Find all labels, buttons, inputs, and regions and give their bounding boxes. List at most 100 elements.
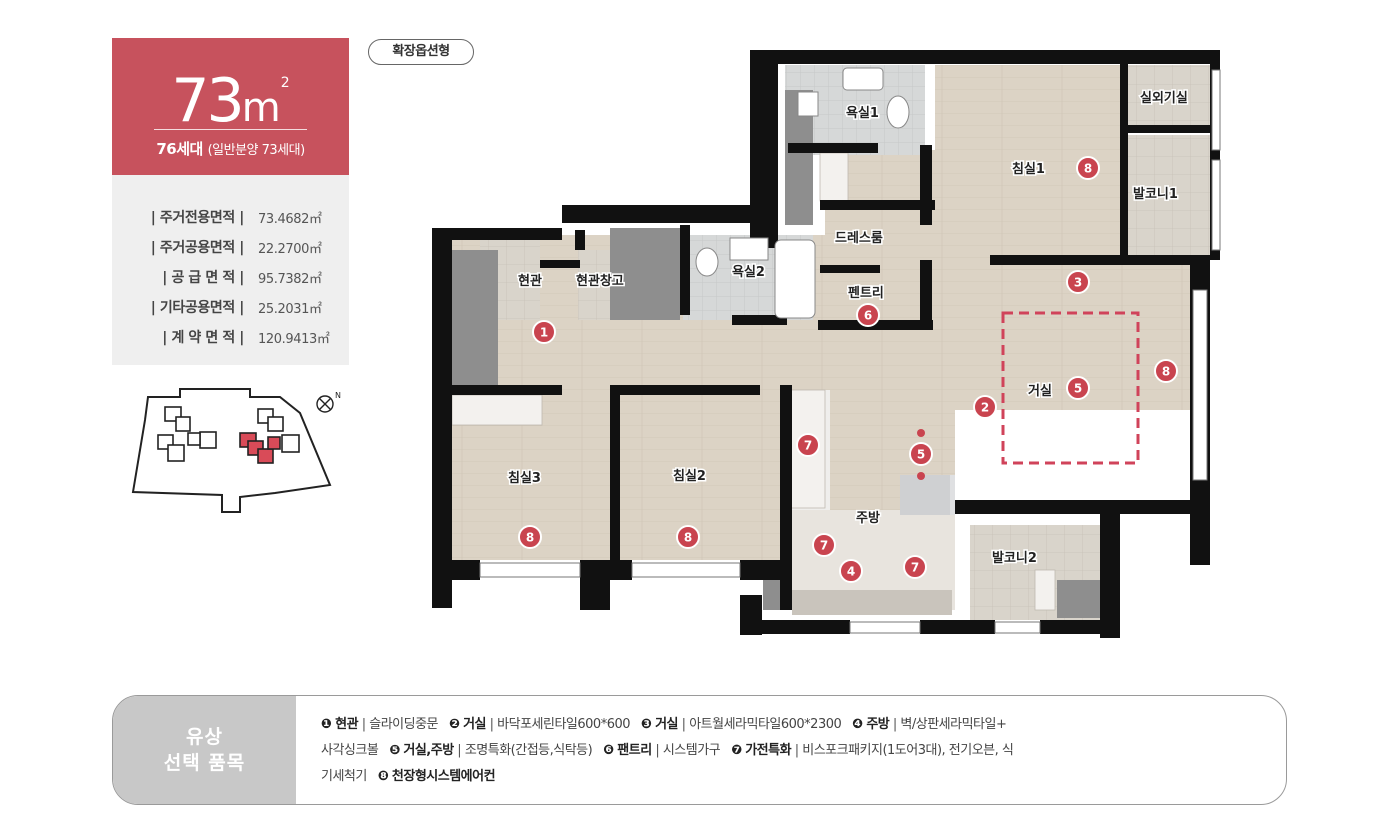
option-marker: 1 — [532, 320, 556, 344]
room-label-bedroom1: 침실1 — [1012, 161, 1045, 177]
option-number: ❺ — [389, 743, 400, 758]
option-name: 거실 — [463, 717, 486, 732]
spec-label: | 기타공용면적 | — [150, 300, 245, 316]
highlighted-building — [239, 432, 281, 464]
options-title: 유상 선택 품목 — [113, 696, 296, 804]
option-name: 가전특화 — [745, 743, 792, 758]
area-title: 73m2 — [112, 48, 349, 143]
svg-text:2: 2 — [981, 401, 989, 415]
spec-value: 120.9413㎡ — [258, 331, 330, 347]
spec-row: | 주거전용면적 | 73.4682㎡ — [112, 202, 349, 232]
option-name: 천장형시스템에어컨 — [391, 769, 496, 784]
spec-value: 73.4682㎡ — [258, 211, 322, 227]
svg-text:8: 8 — [1084, 162, 1092, 176]
walls — [432, 50, 1220, 638]
room-labels: 욕실1 침실1 실외기실 발코니1 드레스룸 현관 현관창고 욕실2 펜트리 거… — [507, 89, 1190, 568]
option-marker: 7 — [903, 555, 927, 579]
option-desc: 바닥포세린타일600*600 — [497, 717, 631, 732]
option-markers: 8 3 1 6 5 8 2 7 5 8 8 7 4 7 — [518, 156, 1178, 583]
north-compass-icon: N — [316, 391, 341, 413]
room-label-outdoor-unit: 실외기실 — [1140, 90, 1188, 106]
spec-label: | 주거공용면적 | — [150, 240, 245, 256]
option-desc: 사각싱크볼 — [321, 743, 379, 758]
option-marker: 2 — [973, 395, 997, 419]
area-number: 73 — [171, 66, 244, 136]
floor-plan: 욕실1 침실1 실외기실 발코니1 드레스룸 현관 현관창고 욕실2 펜트리 거… — [432, 50, 1221, 638]
paid-options-box: 유상 선택 품목 ❶ 현관 | 슬라이딩중문 ❷ 거실 | 바닥포세린타일600… — [112, 695, 1287, 805]
svg-text:7: 7 — [911, 561, 919, 575]
svg-text:5: 5 — [917, 448, 925, 462]
room-label-kitchen: 주방 — [856, 510, 880, 526]
area-header: 73m2 76세대 (일반분양 73세대) — [112, 38, 349, 175]
option-number: ❸ — [640, 717, 652, 732]
living-zone-outline — [1001, 311, 1140, 465]
households-sub: (일반분양 73세대) — [207, 143, 306, 158]
svg-text:4: 4 — [847, 565, 855, 579]
option-number: ❼ — [731, 743, 742, 758]
households-main: 76세대 — [156, 140, 203, 158]
room-label-bath2: 욕실2 — [732, 264, 765, 280]
option-number: ❽ — [377, 769, 389, 784]
option-marker: 4 — [839, 559, 863, 583]
area-spec-table: | 주거전용면적 | 73.4682㎡ | 주거공용면적 | 22.2700㎡ … — [112, 175, 349, 365]
area-unit: m — [241, 85, 281, 131]
svg-text:5: 5 — [1074, 382, 1082, 396]
bath-fixtures — [695, 67, 910, 319]
option-number: ❹ — [852, 717, 863, 732]
svg-text:7: 7 — [820, 539, 828, 553]
room-label-dressroom: 드레스룸 — [835, 230, 883, 246]
option-desc: 아트월세라믹타일600*2300 — [689, 717, 842, 732]
option-name: 팬트리 — [617, 743, 652, 758]
option-name: 거실,주방 — [403, 743, 454, 758]
option-marker: 5 — [909, 429, 933, 480]
option-desc: 벽/상판세라믹타일+ — [900, 717, 1007, 732]
room-label-living: 거실 — [1028, 383, 1052, 399]
options-title-line2: 선택 품목 — [163, 752, 246, 774]
option-name: 거실 — [655, 717, 679, 732]
options-list: ❶ 현관 | 슬라이딩중문 ❷ 거실 | 바닥포세린타일600*600 ❸ 거실… — [321, 712, 1241, 790]
spec-value: 22.2700㎡ — [258, 241, 322, 257]
room-label-bath1: 욕실1 — [846, 105, 879, 121]
option-marker: 7 — [812, 533, 836, 557]
option-number: ❻ — [603, 743, 614, 758]
spec-row: | 공 급 면 적 | 95.7382㎡ — [112, 262, 349, 292]
option-marker: 7 — [796, 433, 820, 457]
svg-text:8: 8 — [526, 531, 534, 545]
option-separator: | — [794, 743, 799, 758]
option-desc: 시스템가구 — [662, 743, 721, 758]
area-unit-sup: 2 — [280, 75, 290, 91]
room-label-balcony1: 발코니1 — [1133, 186, 1178, 202]
option-marker: 8 — [518, 525, 542, 549]
option-marker: 8 — [676, 525, 700, 549]
option-desc: 비스포크패키지(1도어3대), 전기오븐, 식 — [802, 743, 1014, 758]
windows — [479, 69, 1221, 634]
svg-text:3: 3 — [1074, 276, 1082, 290]
spec-row: | 주거공용면적 | 22.2700㎡ — [112, 232, 349, 262]
site-key-map: N — [131, 388, 341, 513]
spec-label: | 공 급 면 적 | — [162, 270, 244, 286]
households: 76세대 (일반분양 73세대) — [112, 138, 349, 162]
option-separator: | — [361, 717, 366, 732]
option-desc: 슬라이딩중문 — [369, 717, 439, 732]
option-type-tag: 확장옵션형 — [368, 39, 474, 65]
option-marker: 3 — [1066, 270, 1090, 294]
room-label-entrance-storage: 현관창고 — [576, 273, 624, 289]
option-separator: | — [489, 717, 494, 732]
site-boundary — [131, 388, 332, 513]
option-desc: 기세척기 — [321, 769, 367, 784]
svg-text:6: 6 — [864, 309, 872, 323]
option-separator: | — [457, 743, 462, 758]
spec-value: 25.2031㎡ — [258, 301, 322, 317]
room-label-bedroom2: 침실2 — [673, 468, 706, 484]
spec-row: | 계 약 면 적 | 120.9413㎡ — [112, 322, 349, 352]
svg-text:8: 8 — [684, 531, 692, 545]
room-label-bedroom3: 침실3 — [508, 470, 541, 486]
option-separator: | — [681, 717, 686, 732]
header-divider — [154, 129, 307, 130]
spec-value: 95.7382㎡ — [258, 271, 322, 287]
option-number: ❶ — [321, 717, 332, 732]
spec-label: | 주거전용면적 | — [150, 210, 245, 226]
kitchen-fixtures — [792, 475, 952, 615]
option-name: 현관 — [335, 717, 359, 732]
option-separator: | — [892, 717, 897, 732]
